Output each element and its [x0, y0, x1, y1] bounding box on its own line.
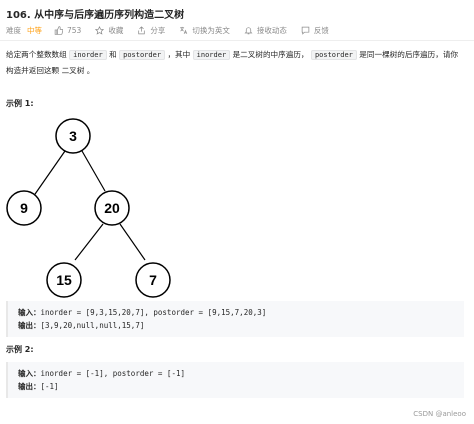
translate-icon [180, 26, 188, 34]
example-2-input-line: 输入：inorder = [-1], postorder = [-1] [18, 367, 454, 380]
desc-text: 和 [106, 50, 120, 59]
notify-button[interactable]: 接收动态 [244, 25, 287, 36]
bell-icon [244, 26, 253, 34]
code-postorder: postorder [310, 50, 357, 60]
like-button[interactable]: 753 [54, 26, 81, 35]
notify-label: 接收动态 [256, 25, 287, 35]
input-value: inorder = [-1], postorder = [-1] [40, 369, 186, 378]
tree-node-right-right [135, 262, 171, 298]
problem-description: 给定两个整数数组 inorder 和 postorder ，其中 inorder… [6, 47, 464, 78]
example-2-title: 示例 2: [6, 345, 34, 354]
share-icon [138, 25, 146, 34]
tree-edge [81, 150, 106, 192]
tree-node-label: 20 [104, 200, 120, 216]
watermark: CSDN @anleoo [413, 410, 466, 418]
share-label: 分享 [150, 25, 166, 35]
code-postorder: postorder [119, 50, 166, 60]
tree-node-label: 3 [69, 128, 77, 144]
tree-edge [119, 223, 146, 261]
example-1-title: 示例 1: [6, 99, 34, 108]
output-value: [3,9,20,null,null,15,7] [40, 321, 145, 330]
header-divider [0, 40, 474, 41]
binary-tree-diagram: 3 9 20 15 7 [6, 118, 171, 298]
tree-node-left [6, 190, 42, 226]
example-1-input-line: 输入：inorder = [9,3,15,20,7], postorder = … [18, 306, 454, 319]
star-icon [95, 25, 105, 35]
desc-text: 给定两个整数数组 [6, 50, 70, 59]
tree-node-label: 7 [149, 272, 157, 288]
desc-text: ，其中 [165, 50, 193, 59]
like-count: 753 [67, 25, 82, 35]
output-label: 输出： [18, 382, 41, 391]
difficulty-label: 难度 [6, 25, 21, 35]
switch-language-button[interactable]: 切换为英文 [179, 25, 230, 36]
input-value: inorder = [9,3,15,20,7], postorder = [9,… [40, 308, 267, 317]
output-label: 输出： [18, 321, 41, 330]
desc-text: 是同一棵树的后序遍历，请你构造并返回这颗 二叉树 。 [6, 50, 459, 75]
tree-node-right [94, 190, 130, 226]
problem-meta-bar: 难度 中等 753 收藏 分享 切换为英文 接收动态 反馈 [6, 24, 343, 36]
collect-button[interactable]: 收藏 [95, 25, 123, 36]
code-inorder: inorder [192, 50, 231, 60]
desc-text: 是二叉树的中序遍历， [230, 50, 311, 59]
tree-node-root [55, 118, 91, 154]
thumbs-up-icon [54, 25, 63, 35]
feedback-button[interactable]: 反馈 [301, 25, 329, 36]
example-1-output-line: 输出：[3,9,20,null,null,15,7] [18, 319, 454, 332]
example-1-codeblock: 输入：inorder = [9,3,15,20,7], postorder = … [6, 301, 464, 337]
tree-node-right-left [46, 262, 82, 298]
tree-node-label: 15 [56, 272, 72, 288]
output-value: [-1] [40, 382, 59, 391]
feedback-icon [301, 26, 310, 35]
tree-node-label: 9 [20, 200, 28, 216]
feedback-label: 反馈 [313, 25, 329, 35]
input-label: 输入： [18, 308, 41, 317]
switch-language-label: 切换为英文 [192, 25, 230, 35]
code-inorder: inorder [69, 50, 107, 60]
share-button[interactable]: 分享 [137, 25, 165, 36]
tree-edge [74, 223, 104, 261]
tree-edge [32, 150, 66, 198]
example-2-codeblock: 输入：inorder = [-1], postorder = [-1] 输出：[… [6, 362, 464, 398]
collect-label: 收藏 [108, 25, 124, 35]
problem-title: 106. 从中序与后序遍历序列构造二叉树 [6, 10, 185, 21]
input-label: 输入： [18, 369, 41, 378]
difficulty-badge: 中等 [27, 25, 42, 35]
example-2-output-line: 输出：[-1] [18, 380, 454, 393]
